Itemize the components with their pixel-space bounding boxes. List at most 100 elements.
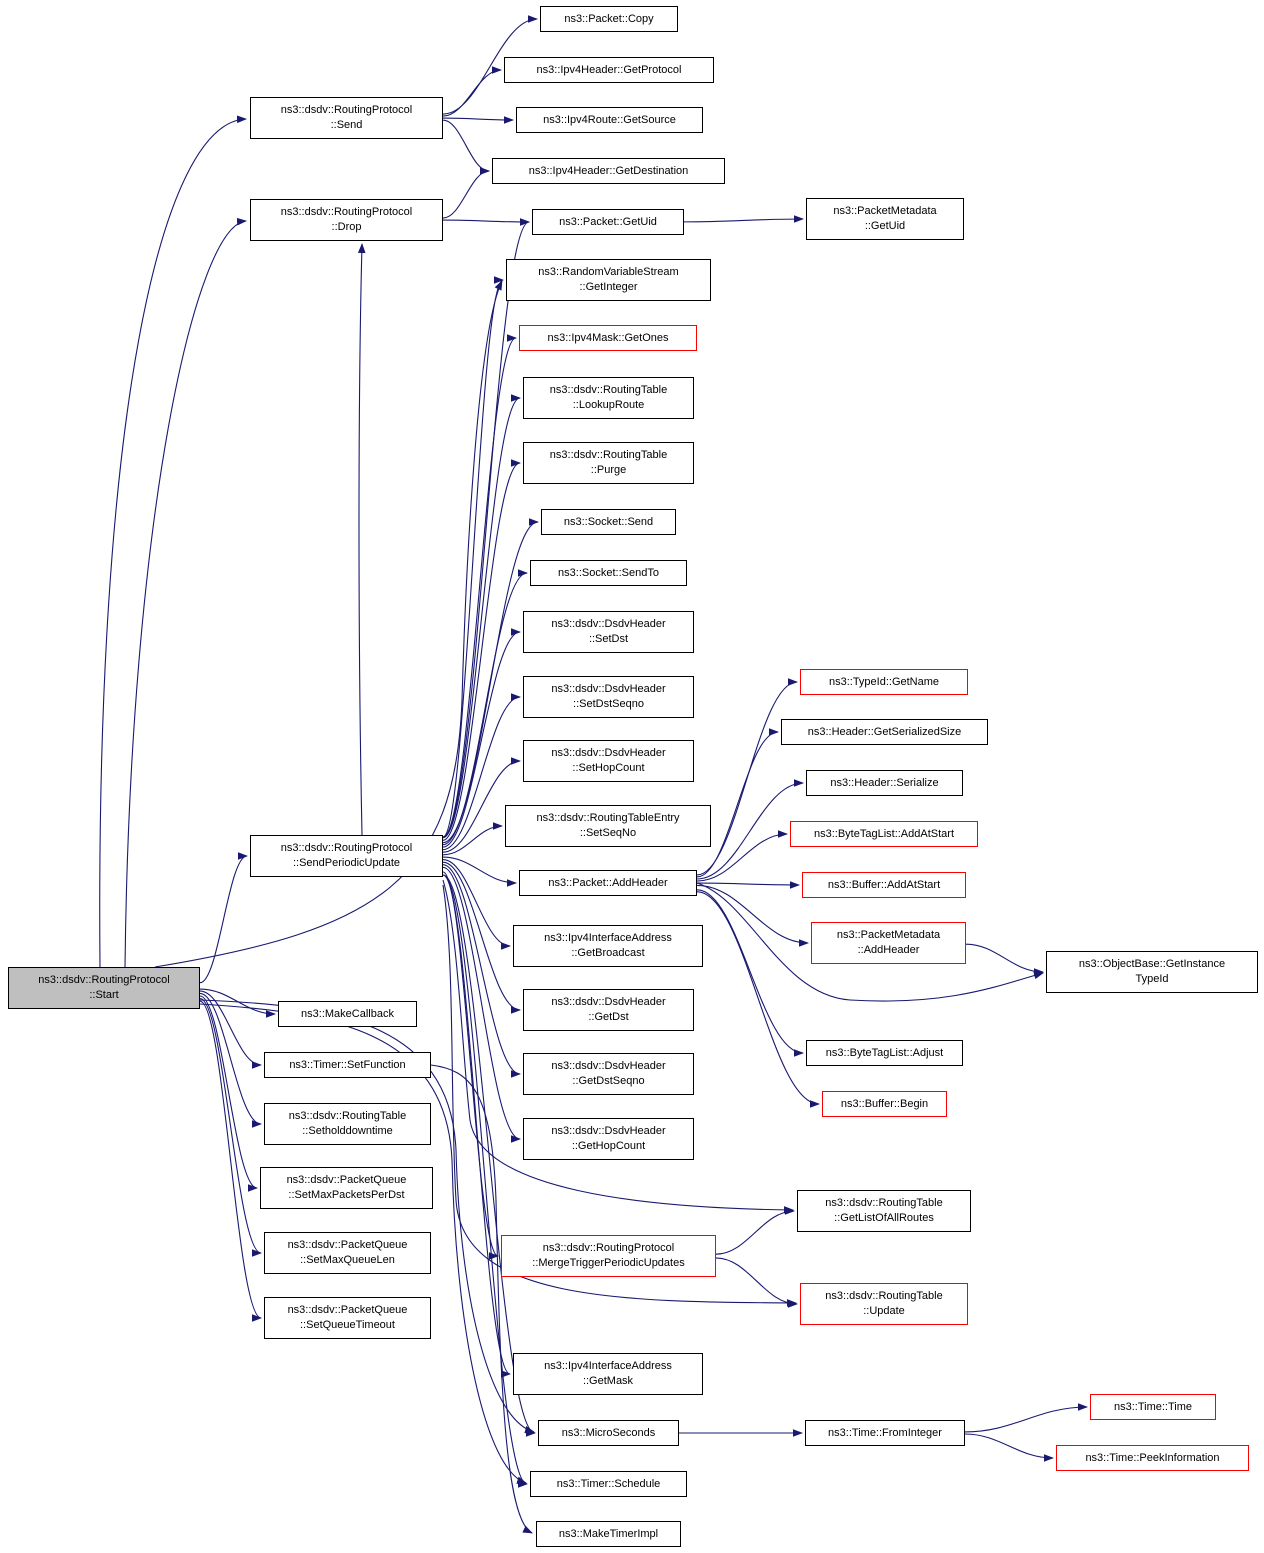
node-label: ::SetDst	[588, 633, 629, 645]
node-setfunction[interactable]: ns3::Timer::SetFunction	[264, 1052, 431, 1078]
call-edge-drop-getuid	[442, 218, 530, 226]
call-edge-spu-setdstseqno	[442, 693, 521, 851]
node-label: ::Send	[330, 119, 363, 131]
node-serialize[interactable]: ns3::Header::Serialize	[806, 770, 963, 796]
node-label: ns3::dsdv::RoutingProtocol	[280, 842, 413, 855]
node-getuid[interactable]: ns3::Packet::GetUid	[532, 209, 684, 235]
node-send[interactable]: ns3::dsdv::RoutingProtocol::Send	[250, 97, 443, 139]
node-copy[interactable]: ns3::Packet::Copy	[540, 6, 678, 32]
node-bufaddatstart[interactable]: ns3::Buffer::AddAtStart	[802, 872, 966, 898]
node-getinteger[interactable]: ns3::RandomVariableStream::GetInteger	[506, 259, 711, 301]
node-setmaxqueuelen[interactable]: ns3::dsdv::PacketQueue::SetMaxQueueLen	[264, 1232, 431, 1274]
call-edge-start-getinteger	[154, 280, 503, 968]
call-edge-pmaddheader-getinstancetypeid	[965, 943, 1044, 976]
node-label: ns3::Packet::GetUid	[559, 215, 657, 228]
node-label: ns3::ByteTagList::AddAtStart	[813, 827, 955, 840]
node-btladjust[interactable]: ns3::ByteTagList::Adjust	[806, 1040, 963, 1066]
call-edge-spu-setseqno	[442, 822, 503, 856]
call-edge-merge-rtupdate	[715, 1257, 798, 1308]
node-pmgetuid[interactable]: ns3::PacketMetadata::GetUid	[806, 198, 964, 240]
node-label: ::SetDstSeqno	[573, 698, 644, 710]
node-sethopcount[interactable]: ns3::dsdv::DsdvHeader::SetHopCount	[523, 740, 694, 782]
call-edge-send-getdestination	[442, 119, 490, 175]
call-edge-start-setholddowntime	[199, 992, 262, 1128]
node-setmaxpacketsperdst[interactable]: ns3::dsdv::PacketQueue::SetMaxPacketsPer…	[260, 1167, 433, 1209]
node-getdstseqno[interactable]: ns3::dsdv::DsdvHeader::GetDstSeqno	[523, 1053, 694, 1095]
node-label: ::GetMask	[582, 1375, 634, 1387]
call-edge-spu-sethopcount	[442, 757, 521, 853]
node-getname[interactable]: ns3::TypeId::GetName	[800, 669, 968, 695]
call-edge-send-getprotocol	[442, 66, 502, 117]
node-microseconds[interactable]: ns3::MicroSeconds	[538, 1420, 679, 1446]
node-label: ns3::dsdv::PacketQueue	[286, 1174, 407, 1187]
node-pmaddheader[interactable]: ns3::PacketMetadata::AddHeader	[811, 922, 966, 964]
node-lookuproute[interactable]: ns3::dsdv::RoutingTable::LookupRoute	[523, 377, 694, 419]
node-getprotocol[interactable]: ns3::Ipv4Header::GetProtocol	[504, 57, 714, 83]
node-maketimerimpl[interactable]: ns3::MakeTimerImpl	[536, 1521, 681, 1547]
node-getdst[interactable]: ns3::dsdv::DsdvHeader::GetDst	[523, 989, 694, 1031]
node-label: ::GetBroadcast	[571, 947, 645, 959]
call-edge-send-copy	[442, 15, 538, 115]
node-label: ns3::Timer::Schedule	[556, 1477, 661, 1490]
node-addheader[interactable]: ns3::Packet::AddHeader	[519, 870, 697, 896]
node-setdst[interactable]: ns3::dsdv::DsdvHeader::SetDst	[523, 611, 694, 653]
node-btladdatstart[interactable]: ns3::ByteTagList::AddAtStart	[790, 821, 978, 847]
node-socketsendto[interactable]: ns3::Socket::SendTo	[530, 560, 687, 586]
call-edge-start-setmaxqueuelen	[199, 998, 262, 1257]
node-rtupdate[interactable]: ns3::dsdv::RoutingTable::Update	[800, 1283, 968, 1325]
node-label: ns3::ObjectBase::GetInstance	[1078, 958, 1226, 971]
node-label: ns3::Packet::AddHeader	[548, 876, 668, 889]
node-getmask[interactable]: ns3::Ipv4InterfaceAddress::GetMask	[513, 1353, 703, 1395]
node-timetime[interactable]: ns3::Time::Time	[1090, 1394, 1216, 1420]
node-frominteger[interactable]: ns3::Time::FromInteger	[805, 1420, 965, 1446]
call-edge-spu-purge	[442, 459, 521, 841]
node-merge[interactable]: ns3::dsdv::RoutingProtocol::MergeTrigger…	[501, 1235, 716, 1277]
node-bufbegin[interactable]: ns3::Buffer::Begin	[822, 1091, 947, 1117]
node-label: ns3::dsdv::PacketQueue	[287, 1239, 408, 1252]
node-makecallback[interactable]: ns3::MakeCallback	[278, 1001, 417, 1027]
node-setdstseqno[interactable]: ns3::dsdv::DsdvHeader::SetDstSeqno	[523, 676, 694, 718]
node-purge[interactable]: ns3::dsdv::RoutingTable::Purge	[523, 442, 694, 484]
node-getsource[interactable]: ns3::Ipv4Route::GetSource	[516, 107, 703, 133]
node-label: ::Setholddowntime	[302, 1125, 393, 1137]
call-edge-addheader-getserializedsize	[696, 728, 779, 878]
call-edge-spu-microseconds	[442, 874, 536, 1437]
node-label: ns3::MakeCallback	[301, 1007, 394, 1020]
node-schedule[interactable]: ns3::Timer::Schedule	[530, 1471, 687, 1497]
node-start[interactable]: ns3::dsdv::RoutingProtocol::Start	[8, 967, 200, 1009]
node-label: ns3::dsdv::DsdvHeader	[551, 996, 666, 1009]
node-drop[interactable]: ns3::dsdv::RoutingProtocol::Drop	[250, 199, 443, 241]
node-setholddowntime[interactable]: ns3::dsdv::RoutingTable::Setholddowntime	[264, 1103, 431, 1145]
node-getbroadcast[interactable]: ns3::Ipv4InterfaceAddress::GetBroadcast	[513, 925, 703, 967]
node-label: ::SetHopCount	[572, 762, 645, 774]
node-getdestination[interactable]: ns3::Ipv4Header::GetDestination	[492, 158, 725, 184]
node-setqueuetimeout[interactable]: ns3::dsdv::PacketQueue::SetQueueTimeout	[264, 1297, 431, 1339]
node-gethopcount[interactable]: ns3::dsdv::DsdvHeader::GetHopCount	[523, 1118, 694, 1160]
node-label: ns3::dsdv::PacketQueue	[287, 1304, 408, 1317]
node-label: ns3::dsdv::RoutingTable	[549, 384, 668, 397]
call-edge-start-drop	[124, 217, 247, 968]
node-label: ns3::Time::PeekInformation	[1085, 1451, 1220, 1464]
node-getones[interactable]: ns3::Ipv4Mask::GetOnes	[519, 325, 697, 351]
call-edge-spu-rtupdate	[442, 884, 797, 1307]
node-label: ns3::MicroSeconds	[561, 1426, 656, 1439]
call-edge-getuid-pmgetuid	[683, 215, 804, 223]
node-setseqno[interactable]: ns3::dsdv::RoutingTableEntry::SetSeqNo	[505, 805, 711, 847]
call-edge-spu-getlistofallroutes	[442, 879, 794, 1214]
node-label: ns3::Buffer::AddAtStart	[827, 878, 941, 891]
node-label: ns3::dsdv::RoutingTable	[825, 1197, 943, 1210]
call-edge-addheader-getinstancetypeid	[696, 882, 1044, 1002]
node-label: ns3::dsdv::DsdvHeader	[551, 618, 666, 631]
node-socketsend[interactable]: ns3::Socket::Send	[541, 509, 676, 535]
node-spu[interactable]: ns3::dsdv::RoutingProtocol::SendPeriodic…	[250, 835, 443, 877]
node-label: ns3::Time::FromInteger	[828, 1426, 942, 1439]
node-label: ns3::dsdv::DsdvHeader	[551, 1125, 666, 1138]
node-getlistofallroutes[interactable]: ns3::dsdv::RoutingTable::GetListOfAllRou…	[797, 1190, 971, 1232]
node-peekinformation[interactable]: ns3::Time::PeekInformation	[1056, 1445, 1249, 1471]
call-edge-addheader-serialize	[696, 779, 804, 880]
node-label: ns3::dsdv::RoutingProtocol	[542, 1242, 675, 1255]
node-label: TypeId	[1135, 973, 1169, 985]
node-getserializedsize[interactable]: ns3::Header::GetSerializedSize	[781, 719, 988, 745]
